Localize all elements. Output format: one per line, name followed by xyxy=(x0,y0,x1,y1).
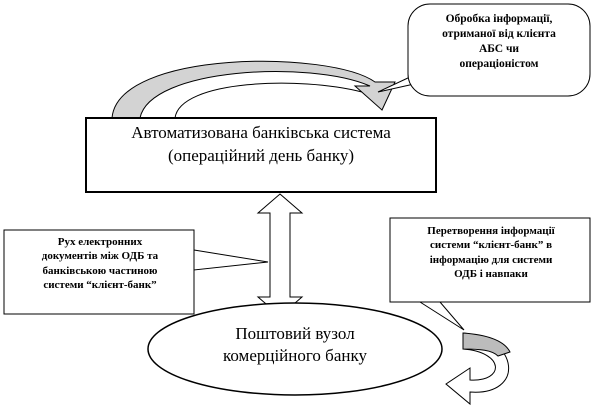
callout-label: Обробка інформації, отриманої від клієнт… xyxy=(410,12,588,72)
main-system-box xyxy=(85,117,437,193)
left-note-line1: Рух електронних xyxy=(57,236,143,248)
callout-bubble xyxy=(407,3,591,97)
callout-line4: операціоністом xyxy=(459,57,539,70)
main-system-line2: (операційний день банку) xyxy=(167,145,355,165)
right-note-label: Перетворення інформації системи “клієнт-… xyxy=(392,224,590,281)
right-note-line2: системи “клієнт-банк” в xyxy=(429,239,553,252)
postal-node-label: Поштовий вузол комерційного банку xyxy=(150,323,440,367)
right-note-box xyxy=(389,217,591,303)
postal-node-line2: комерційного банку xyxy=(222,346,367,366)
right-note-line3: інформацію для системи xyxy=(429,253,553,266)
left-note-line3: банківською частиною xyxy=(42,264,158,277)
left-note-line2: документів між ОДБ та xyxy=(41,250,159,263)
self-loop-arrow xyxy=(111,60,396,119)
main-system-line1: Автоматизована банківська система xyxy=(131,123,391,142)
left-note-label: Рух електронних документів між ОДБ та ба… xyxy=(6,235,194,292)
self-loop-arrow-highlight xyxy=(174,82,363,119)
callout-pointer-cover xyxy=(423,71,433,81)
right-note-line4: ОДБ і навпаки xyxy=(454,267,528,280)
double-headed-arrow xyxy=(256,193,304,317)
left-note-box xyxy=(3,229,195,315)
left-note-pointer xyxy=(193,249,269,271)
main-system-label: Автоматизована банківська система (опера… xyxy=(86,122,436,168)
bottom-curved-arrow-band xyxy=(462,332,511,357)
postal-node-line1: Поштовий вузол xyxy=(235,324,355,343)
callout-line3: АБС чи xyxy=(478,42,520,55)
right-note-line1: Перетворення інформації xyxy=(427,225,555,237)
callout-line1: Обробка інформації, xyxy=(445,13,553,25)
callout-line2: отриманої від клієнта xyxy=(442,27,556,40)
postal-node-ellipse xyxy=(147,302,443,396)
left-note-line4: системи “клієнт-банк” xyxy=(43,278,157,291)
